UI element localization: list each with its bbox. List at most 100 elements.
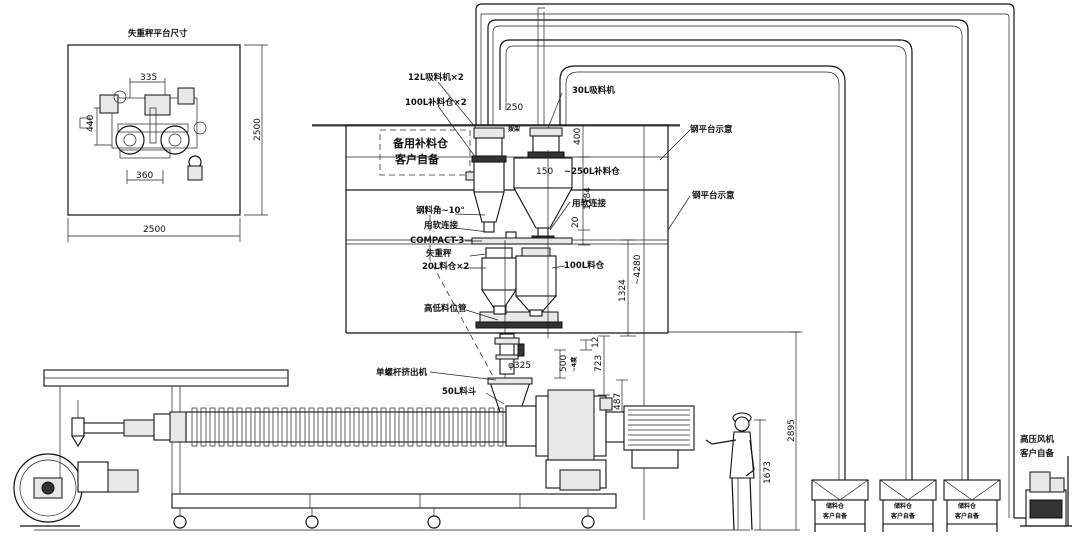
inset-dim-360: 360 xyxy=(136,171,153,181)
barrel-fin xyxy=(317,407,324,447)
label-extruder: 单螺杆挤出机 xyxy=(376,367,428,378)
barrel-fin xyxy=(470,407,477,447)
conveying-pipes xyxy=(475,3,1015,518)
storage-bin-3: 储料仓 客户自备 xyxy=(943,479,1001,532)
barrel-fin xyxy=(218,407,225,447)
barrel-fin xyxy=(299,407,306,447)
barrel-fin xyxy=(263,407,270,447)
barrel-fin xyxy=(362,407,369,447)
spare-bin-label-1: 备用补料仓 xyxy=(392,136,449,150)
barrel-fin xyxy=(272,407,279,447)
storage-bin-2-label-2: 客户自备 xyxy=(890,512,916,520)
dim-4280: ~4280 xyxy=(633,254,643,285)
inset-dim-440: 440 xyxy=(86,115,96,132)
spare-bin-label-2: 客户自备 xyxy=(394,152,440,166)
motor-cooling-fins xyxy=(628,409,690,446)
barrel-fin xyxy=(416,407,423,447)
label-tilt-angle: 钢料角~10° xyxy=(416,205,465,216)
dim-325: φ325 xyxy=(508,361,531,371)
dim-20: 20 xyxy=(571,216,581,228)
leader-lines xyxy=(429,81,571,405)
barrel-fin xyxy=(227,407,234,447)
barrel-fin xyxy=(200,407,207,447)
barrel-fin xyxy=(335,407,342,447)
barrel-fin xyxy=(236,407,243,447)
dim-723: 723 xyxy=(594,355,604,372)
dim-500: 500 xyxy=(559,355,569,372)
barrel-fin xyxy=(254,407,261,447)
inset-dim-width: 2500 xyxy=(143,225,166,235)
dim-1673: 1673 xyxy=(763,461,773,484)
label-50l-hopper: 50L料斗 xyxy=(442,386,477,397)
dim-1184: 1184 xyxy=(583,187,593,210)
storage-bin-1: 储料仓 客户自备 xyxy=(811,479,869,532)
label-soft-connection-left: 用软连接 xyxy=(423,220,459,231)
dim-487: 487 xyxy=(613,393,623,410)
blower-label-2: 客户自备 xyxy=(1019,448,1055,459)
operator-figure xyxy=(705,412,755,531)
blower-label-1: 高压风机 xyxy=(1020,434,1055,445)
vertical-dimensions xyxy=(554,124,802,531)
label-100l-bin: 100L料仓 xyxy=(564,260,605,271)
dim-1324: 1324 xyxy=(618,279,628,302)
barrel-fin xyxy=(245,407,252,447)
dim-2895: 2895 xyxy=(787,419,797,442)
inset-title: 失重秤平台尺寸 xyxy=(128,28,188,39)
storage-bin-3-label-1: 储料仓 xyxy=(957,502,977,510)
storage-bins: 储料仓 客户自备 储料仓 客户自备 储料仓 客户自备 xyxy=(811,479,1001,532)
barrel-fin xyxy=(461,407,468,447)
label-100l-refill-bin: 100L补料仓×2 xyxy=(405,97,467,108)
barrel-fin xyxy=(281,407,288,447)
barrel-fin xyxy=(407,407,414,447)
high-pressure-blower: 高压风机 客户自备 xyxy=(1014,434,1072,527)
barrel-fin xyxy=(191,407,198,447)
label-30l-loader: 30L吸料机 xyxy=(572,85,615,96)
steel-platform-label-1: 钢平台示意 xyxy=(690,124,733,135)
label-20l-bin: 20L料仓×2 xyxy=(422,261,469,272)
barrel-fin xyxy=(209,407,216,447)
inset-dim-335: 335 xyxy=(140,73,157,83)
barrel-fin xyxy=(434,407,441,447)
dim-12: 12 xyxy=(591,337,601,348)
storage-bin-3-label-2: 客户自备 xyxy=(954,512,980,520)
feeder-tower xyxy=(429,127,573,423)
barrel-fin xyxy=(479,407,486,447)
annotation-labels: 12L吸料机×2 100L补料仓×2 250 拨架 30L吸料机 400 150… xyxy=(376,72,797,484)
barrel-fin xyxy=(353,407,360,447)
label-250l-bin: ~250L补料仓 xyxy=(564,166,620,177)
storage-bin-1-label-1: 储料仓 xyxy=(825,502,845,510)
inset-dim-height: 2500 xyxy=(253,118,263,141)
barrel-fin xyxy=(488,407,495,447)
barrel-fin xyxy=(326,407,333,447)
dim-250: 250 xyxy=(506,103,523,113)
spare-bin-outline xyxy=(379,129,471,176)
barrel-fin xyxy=(398,407,405,447)
dim-shift: ~4度 xyxy=(570,356,578,372)
label-level-pipe: 高低料位管 xyxy=(424,303,467,314)
steel-platform-label-2: 钢平台示意 xyxy=(692,190,735,201)
barrel-fin xyxy=(380,407,387,447)
dim-150: 150 xyxy=(536,167,553,177)
platform-size-inset: 失重秤平台尺寸 335 440 360 xyxy=(67,28,268,242)
barrel-fin xyxy=(344,407,351,447)
storage-bin-2: 储料仓 客户自备 xyxy=(879,479,937,532)
label-loss-in-weight-scale: 失重秤 xyxy=(426,248,452,259)
dim-400: 400 xyxy=(573,128,583,145)
barrel-heater-fins xyxy=(191,407,504,447)
barrel-fin xyxy=(443,407,450,447)
inset-machine-sketch xyxy=(79,87,207,181)
barrel-fin xyxy=(452,407,459,447)
label-frame: 拨架 xyxy=(508,125,520,133)
barrel-fin xyxy=(308,407,315,447)
label-soft-connection-right: 用软连接 xyxy=(571,198,607,209)
single-screw-extruder xyxy=(13,369,750,531)
barrel-fin xyxy=(389,407,396,447)
storage-bin-1-label-2: 客户自备 xyxy=(822,512,848,520)
barrel-fin xyxy=(425,407,432,447)
steel-platform: 备用补料仓 客户自备 钢平台示意 钢平台示意 xyxy=(312,124,735,334)
label-compact: COMPACT-3 xyxy=(410,236,464,246)
barrel-fin xyxy=(497,407,504,447)
storage-bin-2-label-1: 储料仓 xyxy=(893,502,913,510)
label-12l-loader: 12L吸料机×2 xyxy=(408,72,464,83)
